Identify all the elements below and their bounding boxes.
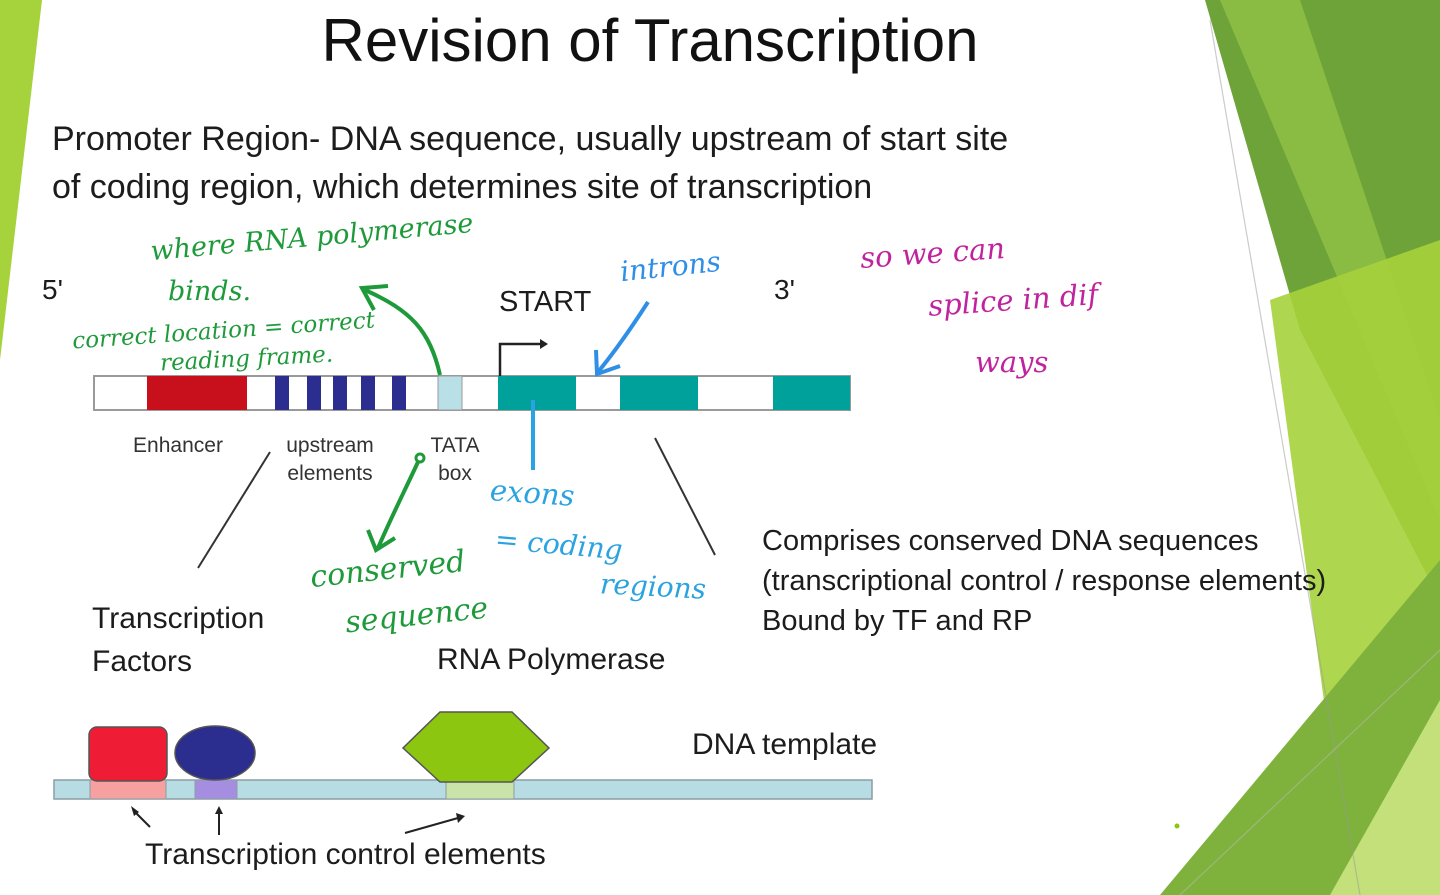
upstream-element-bar bbox=[333, 376, 347, 410]
bg-shard-bottom-light bbox=[1330, 700, 1440, 895]
start-arrow bbox=[498, 342, 540, 376]
transcription-factor-blue bbox=[174, 725, 256, 781]
rna-pol-site bbox=[445, 779, 515, 800]
control-arrowhead-2 bbox=[215, 806, 223, 814]
enhancer-block bbox=[147, 376, 247, 410]
bg-shard-left bbox=[0, 0, 42, 360]
upstream-element-bar bbox=[307, 376, 321, 410]
rna-polymerase-hexagon bbox=[401, 711, 551, 783]
pen-note-splice-line-3: ways bbox=[975, 345, 1049, 379]
control-arrowhead-1 bbox=[131, 806, 139, 816]
subtitle-line-2: of coding region, which determines site … bbox=[52, 168, 873, 206]
tf-label-line-1: Transcription bbox=[92, 602, 265, 635]
pen-arrow-conserved bbox=[376, 461, 420, 549]
start-arrowhead bbox=[540, 339, 548, 349]
pen-arrowhead-rna-pol bbox=[358, 284, 389, 311]
upstream-element-bar bbox=[361, 376, 375, 410]
subtitle-line-1: Promoter Region- DNA sequence, usually u… bbox=[52, 120, 1009, 158]
tata-label-line-2: box bbox=[438, 462, 472, 485]
start-label: START bbox=[499, 286, 592, 318]
enhancer-label: Enhancer bbox=[133, 434, 223, 457]
tata-box-block bbox=[437, 375, 463, 411]
exon-block bbox=[498, 376, 576, 410]
control-arrow-3 bbox=[404, 817, 459, 834]
pen-arrow-rna-pol bbox=[364, 288, 442, 376]
upstream-label-line-2: elements bbox=[287, 462, 373, 485]
note-line-1: Comprises conserved DNA sequences bbox=[762, 525, 1259, 557]
note-line-2: (transcriptional control / response elem… bbox=[762, 565, 1327, 597]
upstream-element-bar bbox=[275, 376, 289, 410]
exon-block bbox=[620, 376, 698, 410]
bg-line-2 bbox=[1179, 649, 1440, 895]
pen-note-exons-line-1: exons bbox=[488, 473, 576, 513]
exon-block bbox=[773, 376, 850, 410]
tata-label-line-1: TATA bbox=[430, 434, 480, 457]
control-arrowhead-3 bbox=[456, 813, 465, 823]
pen-arrow-introns bbox=[596, 300, 650, 374]
three-prime-label: 3' bbox=[774, 274, 795, 305]
tf-purple-site bbox=[194, 779, 238, 800]
tf-pointer-line bbox=[197, 451, 271, 569]
pen-note-rna-pol-line-2: binds. bbox=[168, 276, 252, 307]
tf-red-site bbox=[89, 779, 167, 800]
note-line-3: Bound by TF and RP bbox=[762, 605, 1033, 637]
bg-shard-bottom-right bbox=[1160, 560, 1440, 895]
upstream-label-line-1: upstream bbox=[286, 434, 374, 457]
decorative-dot bbox=[1174, 823, 1180, 829]
note-pointer-line bbox=[654, 437, 716, 556]
rna-polymerase-label: RNA Polymerase bbox=[437, 643, 666, 676]
pen-arrowhead-introns bbox=[594, 349, 621, 377]
pen-dot-tata bbox=[414, 452, 426, 464]
transcription-factor-red bbox=[88, 726, 168, 782]
dna-template-label: DNA template bbox=[692, 728, 878, 761]
upstream-element-bar bbox=[392, 376, 406, 410]
pen-arrowhead-conserved bbox=[366, 529, 397, 553]
control-elements-label: Transcription control elements bbox=[145, 838, 546, 871]
slide-title: Revision of Transcription bbox=[321, 7, 979, 74]
pen-note-exons-line-3: regions bbox=[599, 567, 707, 606]
tf-label-line-2: Factors bbox=[92, 645, 193, 678]
five-prime-label: 5' bbox=[42, 274, 63, 305]
